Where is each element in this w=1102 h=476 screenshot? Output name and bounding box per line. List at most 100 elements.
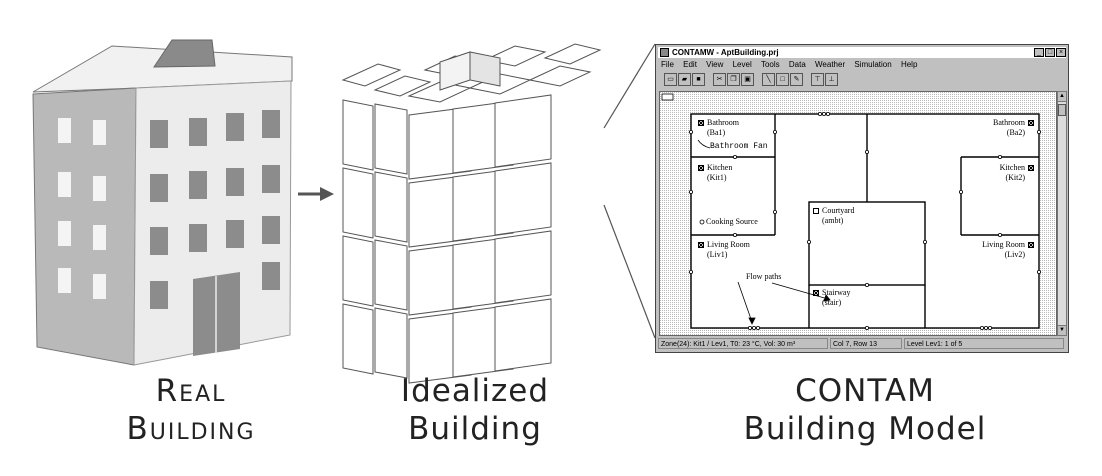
menu-edit[interactable]: Edit [683,60,697,69]
caption-real-line1: Real [155,373,227,409]
cube-side-face [342,167,374,239]
menu-file[interactable]: File [661,60,674,69]
zone-marker-icon [698,242,704,249]
menu-data[interactable]: Data [788,60,806,69]
status-level: Level Lev1: 1 of 5 [904,338,1064,349]
zone-bathroom-ba1[interactable]: Bathroom (Ba1) [698,118,739,138]
sketchpad[interactable]: Bathroom (Ba1) Bathroom Fan Kitchen (Kit… [659,91,1057,336]
zone-name: Kitchen [707,163,733,172]
cube-front-face [494,230,552,304]
floor-plan [660,92,1056,335]
window-titlebar[interactable]: CONTAMW - AptBuilding.prj _ □ × [658,47,1066,58]
cube-side-face [342,303,374,375]
zone-marker-icon [1028,165,1034,172]
contam-window: CONTAMW - AptBuilding.prj _ □ × File Edi… [655,44,1069,353]
save-icon[interactable]: ■ [692,73,705,86]
zone-living-room-liv2[interactable]: Living Room (Liv2) [982,240,1034,260]
box-tool-icon[interactable]: □ [776,73,789,86]
zone-name: Bathroom [707,118,739,127]
caption-real-line2: Building [126,411,256,447]
level-up-icon[interactable]: ⊤ [811,73,824,86]
zone-kitchen-kit2[interactable]: Kitchen (Kit2) [1000,163,1034,183]
copy-icon[interactable]: ❐ [727,73,740,86]
flow-paths-label: Flow paths [746,272,782,281]
status-cursor-position: Col 7, Row 13 [830,338,902,349]
zone-marker-icon [813,290,819,297]
open-icon[interactable]: ▰ [678,73,691,86]
walls [690,113,1040,329]
level-down-icon[interactable]: ⊥ [825,73,838,86]
zone-courtyard[interactable]: Courtyard (ambt) [813,206,854,226]
menu-tools[interactable]: Tools [760,60,780,69]
cube-inner-wall [469,51,501,87]
new-icon[interactable]: ▭ [664,73,677,86]
cube-inner-wall [439,51,471,91]
caption-contam-line2: Building Model [743,411,987,447]
menu-level[interactable]: Level [732,60,752,69]
zone-name: Kitchen [999,163,1025,172]
zone-name: Stairway [822,288,851,297]
cut-icon[interactable]: ✂ [713,73,726,86]
menu-weather[interactable]: Weather [815,60,846,69]
flow-path-markers [688,111,1041,330]
caption-contam-model: CONTAM Building Model [715,372,1015,448]
zone-kitchen-kit1[interactable]: Kitchen (Kit1) [698,163,732,183]
zone-name: Living Room [982,240,1025,249]
zone-marker-icon [1028,120,1034,127]
real-building-illustration [32,39,293,366]
zone-name: Bathroom [993,118,1025,127]
arrow-right-icon [298,187,334,201]
cube-side-face [342,235,374,307]
status-bar: Zone(24): Kit1 / Lev1, T0: 23 °C, Vol: 3… [658,338,1066,350]
zone-name: Courtyard [822,206,855,215]
caption-idealized-line1: Idealized [400,373,550,409]
maximize-button[interactable]: □ [1045,48,1055,57]
cooking-source-label: Cooking Source [706,217,758,226]
cube-side-face [342,99,374,171]
status-zone-info: Zone(24): Kit1 / Lev1, T0: 23 °C, Vol: 3… [658,338,828,349]
front-wall [133,80,292,366]
menu-simulation[interactable]: Simulation [854,60,892,69]
zone-code: (ambt) [822,216,844,225]
cube-front-face [494,298,552,372]
menu-view[interactable]: View [706,60,724,69]
front-windows [150,110,280,309]
zone-code: (stair) [822,298,842,307]
cube-front-face [494,162,552,236]
level-indicator [661,93,674,101]
cube-front-face [494,94,552,168]
zone-code: (Ba1) [707,128,726,137]
bathroom-fan-label: Bathroom Fan [710,142,768,151]
cube-side-face [374,103,408,175]
flow-path-leaders [737,281,831,325]
zone-marker-icon [698,165,704,172]
vertical-scrollbar[interactable]: ▲ ▼ [1057,91,1067,336]
side-wall [32,87,137,366]
zone-living-room-liv1[interactable]: Living Room (Liv1) [698,240,750,260]
zone-marker-icon [813,208,819,215]
cube-top-face [543,43,602,65]
zone-code: (Ba2) [1006,128,1025,137]
zone-stairway[interactable]: Stairway (stair) [813,288,850,308]
caption-idealized-line2: Building [408,411,542,447]
scroll-thumb[interactable] [1058,104,1066,116]
zone-bathroom-ba2[interactable]: Bathroom (Ba2) [993,118,1034,138]
pencil-icon[interactable]: ✎ [790,73,803,86]
minimize-button[interactable]: _ [1034,48,1044,57]
scroll-down-icon[interactable]: ▼ [1058,325,1066,335]
paste-icon[interactable]: ▣ [741,73,754,86]
line-tool-icon[interactable]: ╲ [762,73,775,86]
roof-hatch [153,39,216,68]
zone-marker-icon [1028,242,1034,249]
zone-code: (Liv2) [1004,250,1025,259]
cube-side-face [374,307,408,379]
close-button[interactable]: × [1056,48,1066,57]
menu-help[interactable]: Help [900,60,918,69]
zone-code: (Liv1) [707,250,728,259]
cube-top-face [528,65,592,87]
side-windows [58,118,106,299]
menu-bar: File Edit View Level Tools Data Weather … [658,59,1066,70]
scroll-up-icon[interactable]: ▲ [1058,92,1066,102]
caption-real-building: Real Building [96,372,286,448]
